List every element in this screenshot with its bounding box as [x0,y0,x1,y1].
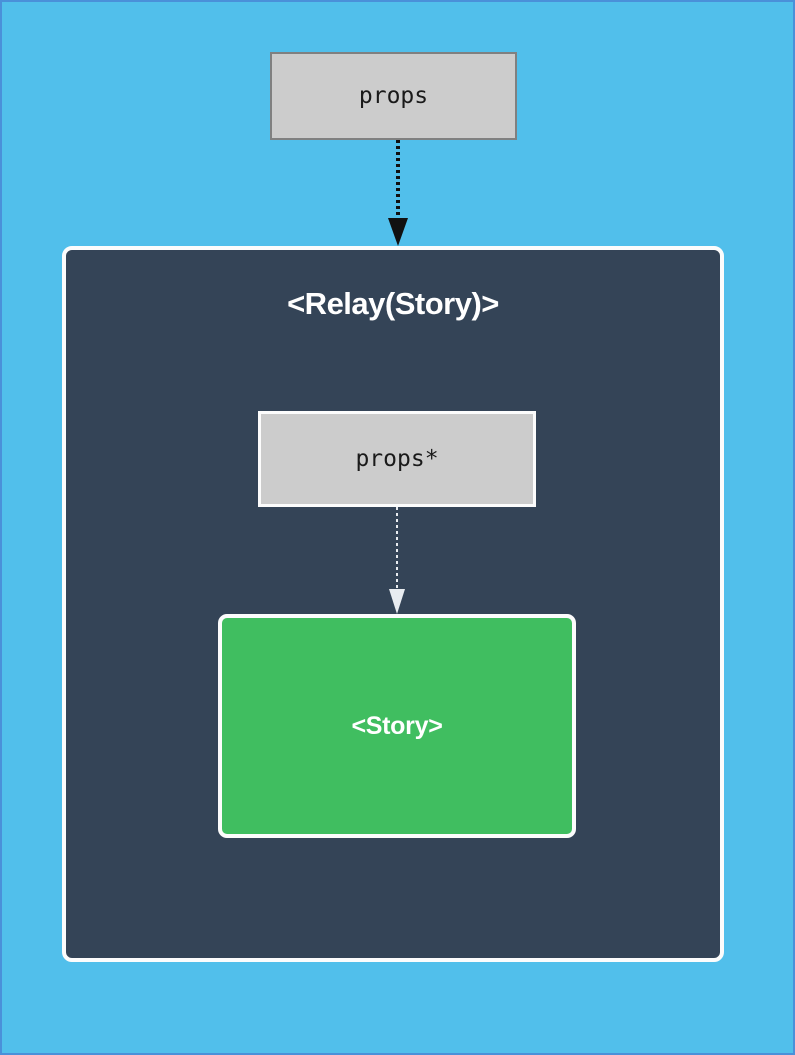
relay-container-panel: <Relay(Story)> props* <Story> [62,246,724,962]
story-component-label: <Story> [351,711,443,740]
story-component-box: <Story> [218,614,576,838]
props-to-relay-arrow-icon [388,140,408,246]
relay-container-title: <Relay(Story)> [287,286,499,321]
outer-props-label: props [358,82,429,109]
props-star-to-story-arrow-icon [389,507,405,614]
inner-props-box: props* [258,411,536,507]
inner-props-label: props* [355,445,439,472]
outer-props-box: props [270,52,517,140]
